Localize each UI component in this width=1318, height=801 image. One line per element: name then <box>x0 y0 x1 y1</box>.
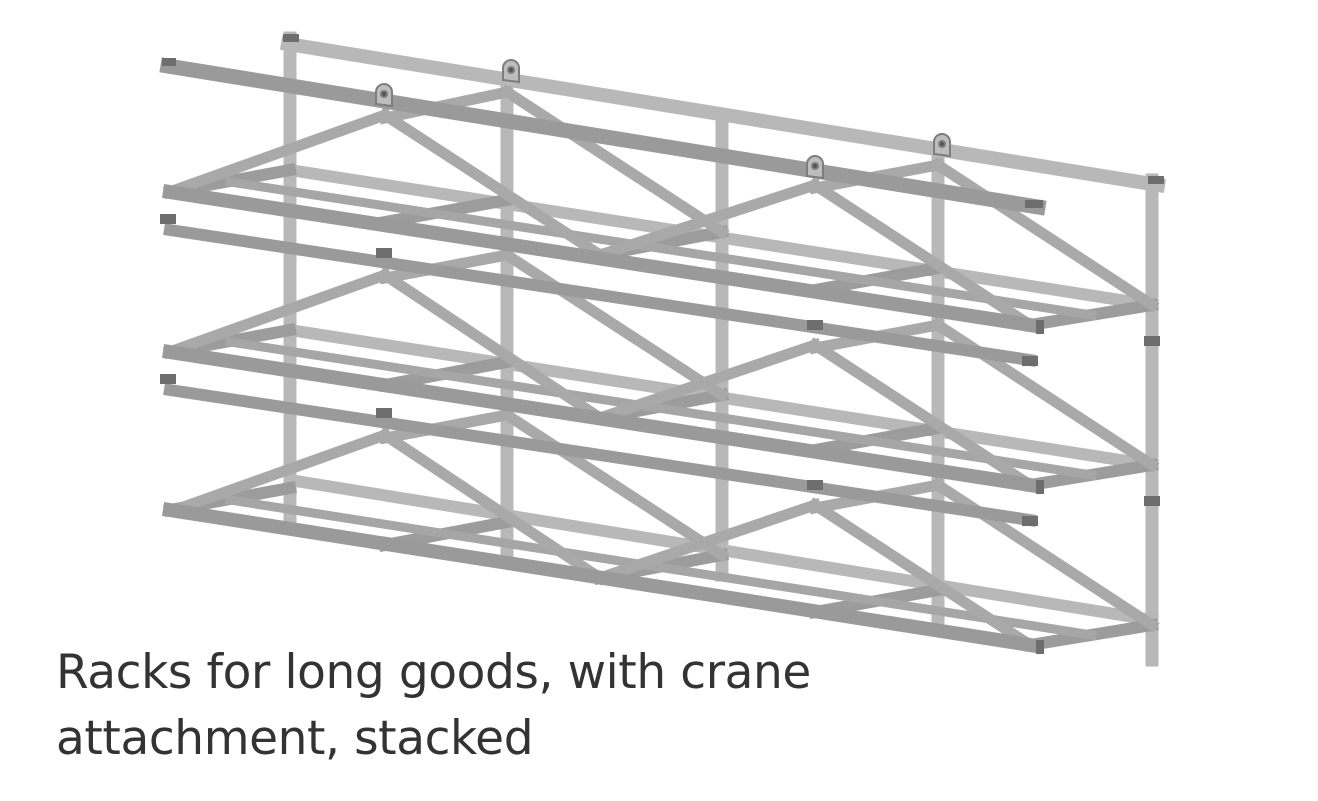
crane-eye-icon <box>375 83 824 180</box>
caption-text: Racks for long goods, with crane attachm… <box>56 640 956 772</box>
stacking-connectors <box>160 34 1164 654</box>
shelf-stringers <box>224 176 1098 641</box>
crane-eye-icon <box>502 59 951 158</box>
front-frame <box>159 55 1047 691</box>
caption-line-1: Racks for long goods, with crane <box>56 645 811 700</box>
caption-line-2: attachment, stacked <box>56 711 534 766</box>
